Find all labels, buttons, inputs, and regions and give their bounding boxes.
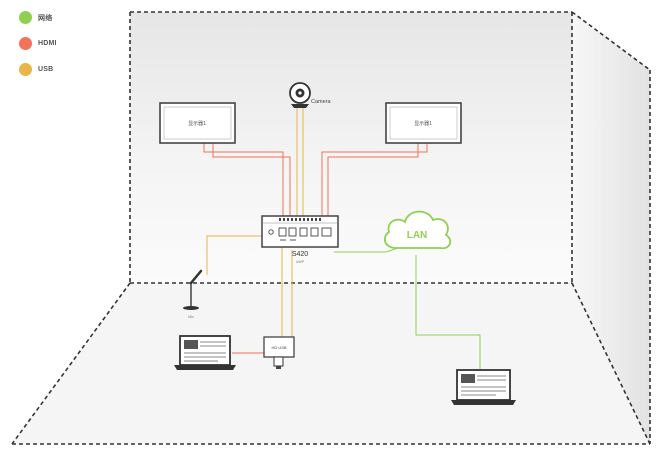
display-left xyxy=(159,102,236,144)
room-outline xyxy=(11,11,651,445)
display-right xyxy=(385,102,462,144)
device-name: S420 xyxy=(292,251,308,258)
lan-cloud-icon xyxy=(383,210,452,250)
legend-label-usb: USB xyxy=(38,66,54,73)
lan-cloud-label: LAN xyxy=(407,230,428,241)
network-cables xyxy=(334,247,481,370)
laptop-right-icon xyxy=(451,369,516,405)
display-right-label: 显示器1 xyxy=(414,121,432,127)
legend: 网络 HDMI USB xyxy=(19,10,57,88)
main-device xyxy=(261,215,339,248)
laptop-left-icon xyxy=(174,335,236,370)
hd-usb-adapter-label: HD USB xyxy=(271,345,286,350)
microphone-icon xyxy=(183,269,203,310)
hd-usb-adapter-icon xyxy=(263,336,295,369)
legend-item-hdmi: HDMI xyxy=(19,36,57,51)
usb-cables xyxy=(206,108,304,337)
microphone-label: Mic xyxy=(188,315,194,319)
legend-item-network: 网络 xyxy=(19,10,57,25)
device-subtitle: UWP xyxy=(296,260,305,264)
hdmi-color-dot xyxy=(19,37,32,50)
legend-label-network: 网络 xyxy=(38,14,53,22)
side-wall xyxy=(572,12,650,444)
usb-color-dot xyxy=(19,63,32,76)
display-left-label: 显示器1 xyxy=(188,121,206,127)
floor xyxy=(12,283,650,444)
legend-item-usb: USB xyxy=(19,62,57,77)
network-color-dot xyxy=(19,11,32,24)
camera-label: Camera xyxy=(311,99,332,105)
hdmi-cables xyxy=(203,142,428,354)
legend-label-hdmi: HDMI xyxy=(38,40,57,47)
back-wall xyxy=(130,12,572,283)
camera-icon xyxy=(289,82,311,108)
